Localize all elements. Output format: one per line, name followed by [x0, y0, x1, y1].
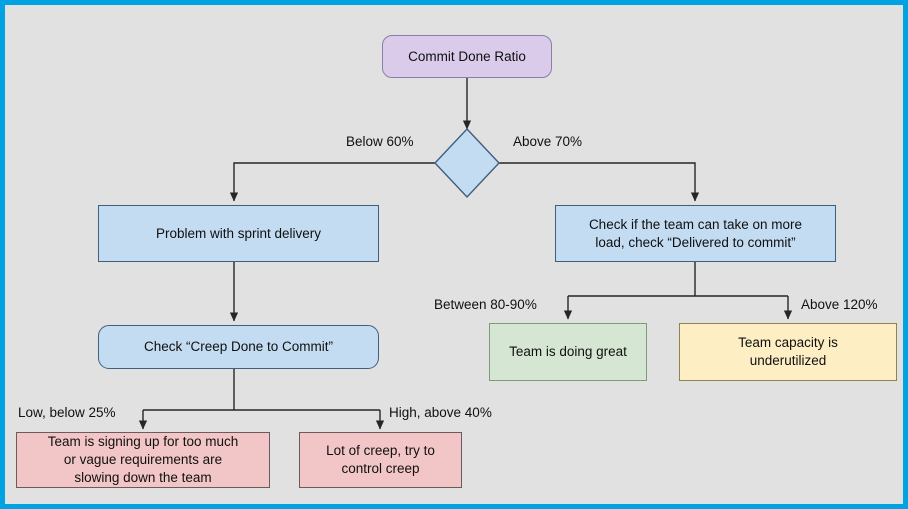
- node-lot-of-creep[interactable]: Lot of creep, try to control creep: [299, 432, 462, 488]
- node-label: Team is doing great: [509, 344, 627, 360]
- edge-decision-to-problem: [229, 162, 435, 202]
- edge-label-high-above-40: High, above 40%: [389, 405, 492, 420]
- node-label-line-2: or vague requirements are: [63, 452, 223, 468]
- edge-label-above-120: Above 120%: [801, 297, 878, 312]
- edge-label-above-70: Above 70%: [513, 134, 583, 149]
- node-team-is-doing-great[interactable]: Team is doing great: [489, 323, 647, 381]
- node-team-capacity-is-underutilized[interactable]: Team capacity is underutilized: [679, 323, 897, 381]
- node-label-line-1: Team capacity is: [738, 335, 838, 351]
- node-label-line-2: control creep: [341, 461, 420, 476]
- node-label-line-1: Lot of creep, try to: [326, 443, 435, 459]
- edge-decision-to-check-load: [499, 162, 700, 202]
- edge-label-between-80-90: Between 80-90%: [434, 297, 537, 312]
- edge-label-below-60: Below 60%: [346, 134, 414, 149]
- node-label-line-2: underutilized: [749, 353, 827, 368]
- node-label-line-2: load, check “Delivered to commit”: [595, 234, 796, 250]
- node-label-line-3: slowing down the team: [74, 469, 212, 485]
- node-label-line-1: Team is signing up for too much: [47, 434, 239, 450]
- decision-diamond[interactable]: [434, 127, 500, 199]
- edge-label-low-below-25: Low, below 25%: [18, 405, 116, 420]
- node-problem-with-sprint-delivery[interactable]: Problem with sprint delivery: [98, 205, 379, 262]
- node-check-creep-done-to-commit[interactable]: Check “Creep Done to Commit”: [98, 325, 379, 369]
- node-label: Commit Done Ratio: [408, 48, 526, 64]
- node-label: Check “Creep Done to Commit”: [143, 339, 334, 355]
- node-check-if-team-can-take-more-load[interactable]: Check if the team can take on more load,…: [555, 205, 836, 262]
- node-label: Problem with sprint delivery: [155, 225, 322, 241]
- node-label-line-1: Check if the team can take on more: [588, 216, 803, 232]
- node-team-signing-up-too-much[interactable]: Team is signing up for too much or vague…: [16, 432, 270, 488]
- node-commit-done-ratio[interactable]: Commit Done Ratio: [382, 35, 552, 78]
